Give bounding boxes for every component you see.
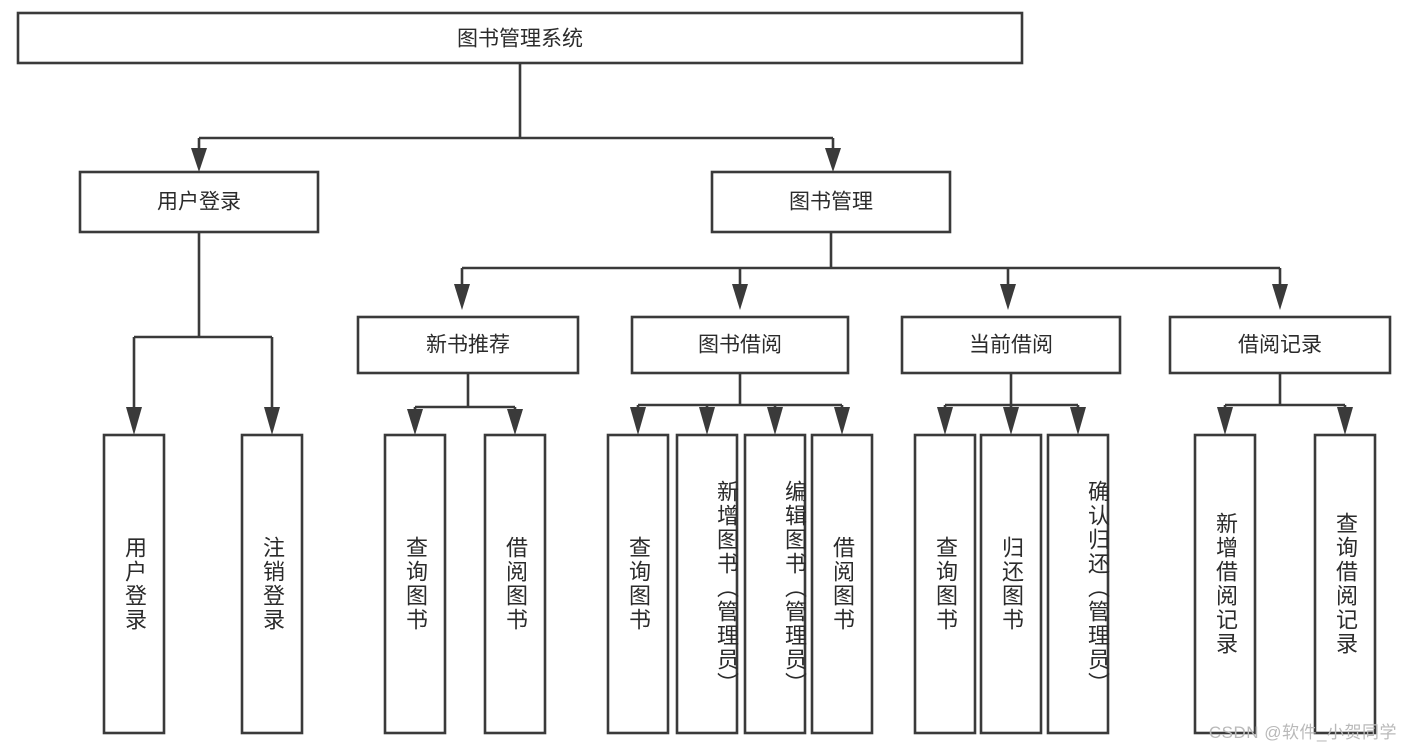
arrow-leaf-4-2 [1003, 407, 1019, 435]
arrow-leaf-5-2 [1337, 407, 1353, 435]
arrow-leaf-4-1 [937, 407, 953, 435]
node-book-borrow[interactable]: 图书借阅 [630, 315, 850, 375]
arrow-to-book-mgmt [825, 148, 841, 172]
node-current-borrow[interactable]: 当前借阅 [900, 315, 1122, 375]
leaf-box-return-book[interactable] [979, 433, 1043, 735]
arrow-leaf-4-3 [1070, 407, 1086, 435]
arrow-leaf-3-4 [834, 407, 850, 435]
arrow-to-borrow-record [1272, 284, 1288, 310]
connector-group-borrow-record [1217, 373, 1353, 435]
leaf-box-user-login[interactable] [102, 433, 166, 735]
connector-group-book-borrow [630, 373, 850, 435]
arrow-leaf-2-2 [507, 409, 523, 435]
leaf-box-edit-book-admin[interactable] [743, 433, 807, 735]
node-root[interactable]: 图书管理系统 [16, 11, 1024, 65]
leaf-box-add-book-admin[interactable] [675, 433, 739, 735]
arrow-leaf-3-3 [767, 407, 783, 435]
leaf-box-borrow-book-1[interactable] [483, 433, 547, 735]
node-borrow-record[interactable]: 借阅记录 [1168, 315, 1392, 375]
current-borrow-box [900, 315, 1122, 375]
leaf-box-query-book-2[interactable] [606, 433, 670, 735]
arrow-leaf-3-1 [630, 407, 646, 435]
node-user-login[interactable]: 用户登录 [78, 170, 320, 234]
leaf-box-confirm-return-admin[interactable] [1046, 433, 1110, 735]
leaf-box-borrow-book-2[interactable] [810, 433, 874, 735]
arrow-to-new-book-rec [454, 284, 470, 310]
leaf-box-query-book-1[interactable] [383, 433, 447, 735]
book-management-label: 图书管理 [789, 191, 873, 214]
node-book-management[interactable]: 图书管理 [710, 170, 952, 234]
connector-group-current-borrow [937, 373, 1086, 435]
root-label: 图书管理系统 [457, 28, 583, 51]
arrow-to-book-borrow [732, 284, 748, 310]
arrow-leaf-5-1 [1217, 407, 1233, 435]
arrow-to-current-borrow [1000, 284, 1016, 310]
book-borrow-label: 图书借阅 [698, 334, 782, 357]
user-login-label: 用户登录 [157, 191, 241, 214]
connector-group-user-login [126, 232, 280, 435]
csdn-watermark: CSDN @软件_小贺同学 [1208, 723, 1397, 742]
new-book-recommend-label: 新书推荐 [426, 334, 510, 357]
current-borrow-label: 当前借阅 [969, 334, 1053, 357]
leaf-box-query-borrow-record[interactable] [1313, 433, 1377, 735]
node-new-book-recommend[interactable]: 新书推荐 [356, 315, 580, 375]
arrow-leaf-1-2 [264, 407, 280, 435]
connector-bookmgmt-to-level2 [454, 232, 1288, 310]
root-box [16, 11, 1024, 65]
new-book-recommend-box [356, 315, 580, 375]
borrow-record-label: 借阅记录 [1238, 334, 1322, 357]
arrow-leaf-2-1 [407, 409, 423, 435]
connector-root-to-level1 [191, 63, 841, 172]
leaf-box-query-book-3[interactable] [913, 433, 977, 735]
arrow-to-user-login [191, 148, 207, 172]
leaf-box-logout[interactable] [240, 433, 304, 735]
connector-group-new-book-recommend [407, 373, 523, 435]
user-login-box [78, 170, 320, 234]
arrow-leaf-3-2 [699, 407, 715, 435]
arrow-leaf-1-1 [126, 407, 142, 435]
leaf-box-add-borrow-record[interactable] [1193, 433, 1257, 735]
